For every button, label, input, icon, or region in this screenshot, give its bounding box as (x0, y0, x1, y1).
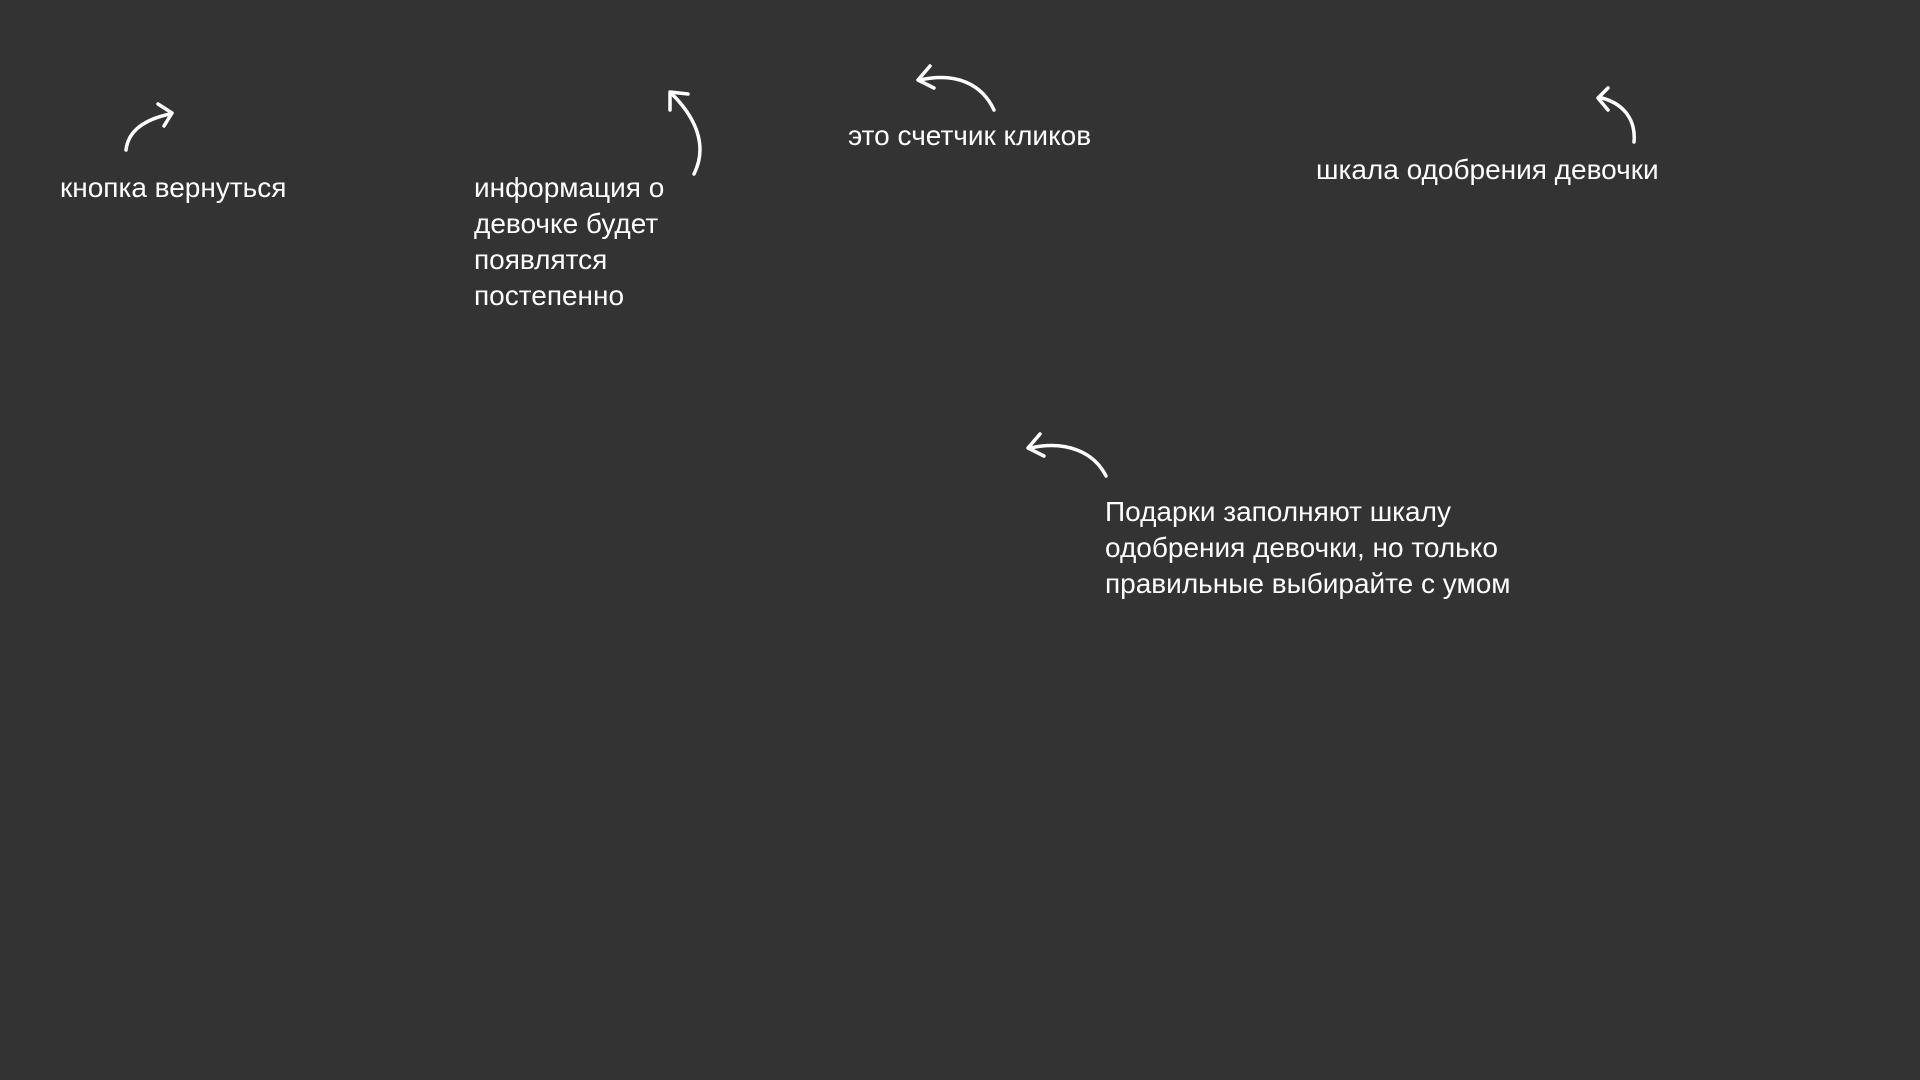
girl-info-line: постепенно (474, 280, 625, 311)
curved-arrow-left-icon (916, 64, 996, 112)
girl-info-annotation: информация о девочке будет появлятся пос… (474, 170, 714, 314)
click-counter-annotation: это счетчик кликов (848, 120, 1092, 151)
gifts-line: Подарки заполняют шкалу (1105, 496, 1451, 527)
girl-info-line: девочке будет (474, 208, 659, 239)
curved-arrow-up-left-icon (1596, 86, 1636, 144)
back-button-annotation: кнопка вернуться (60, 172, 287, 203)
approval-scale-annotation: шкала одобрения девочки (1316, 154, 1659, 185)
girl-info-line: информация о (474, 172, 665, 203)
gifts-line: правильные выбирайте с умом (1105, 568, 1511, 599)
gifts-annotation: Подарки заполняют шкалу одобрения девочк… (1105, 494, 1625, 602)
curved-arrow-up-right-icon (124, 102, 174, 152)
curved-arrow-left-icon (1026, 432, 1108, 478)
gifts-line: одобрения девочки, но только (1105, 532, 1498, 563)
girl-info-line: появлятся (474, 244, 608, 275)
curved-arrow-up-left-icon (668, 90, 702, 176)
